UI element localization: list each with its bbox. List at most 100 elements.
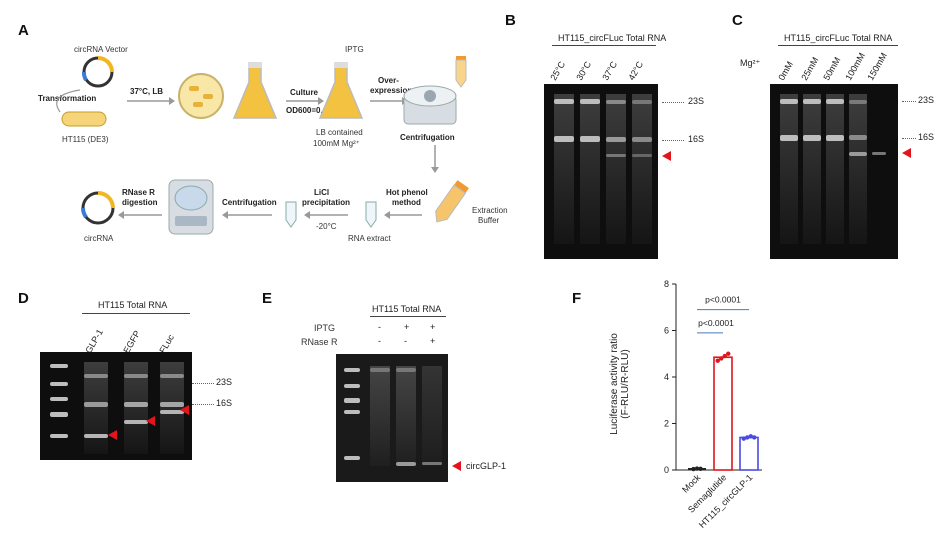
precip-tube-icon — [285, 201, 297, 228]
gel-c-lane-1: 0mM — [776, 59, 795, 82]
e-row2-col3: + — [430, 336, 436, 346]
gel-e-target-label: circGLP-1 — [466, 461, 507, 471]
chart-f-ylabel-line1: Luciferase activity ratio — [609, 333, 620, 435]
chart-f-point — [715, 358, 720, 363]
extraction-line2: Buffer — [478, 216, 500, 225]
mg-label: Mg²⁺ — [740, 58, 761, 68]
gel-d — [40, 352, 192, 460]
chart-f-bar — [739, 436, 759, 471]
left-arrow-icon — [222, 211, 272, 219]
transform-arrow-icon — [56, 89, 81, 113]
gel-d-title: HT115 Total RNA — [98, 300, 168, 310]
gel-d-arrow-glp1-icon — [108, 430, 117, 440]
chart-f-point — [698, 466, 703, 472]
hot-phenol-line1: Hot phenol — [386, 188, 428, 197]
circrna-icon — [81, 191, 115, 225]
chart-f-ytick-label: 8 — [664, 279, 669, 289]
arrow-icon — [127, 97, 175, 105]
gel-e-title: HT115 Total RNA — [372, 304, 442, 314]
e-row2-col2: - — [404, 336, 407, 346]
culture-label: Culture — [290, 88, 318, 97]
rnaser-row-label: RNase R — [301, 337, 338, 347]
gel-b-marker-23s: 23S — [688, 96, 705, 106]
gel-c-marker-16s: 16S — [918, 132, 935, 142]
gel-b-16s-dots — [662, 140, 684, 141]
chart-f-point — [745, 435, 750, 440]
gel-b-marker-16s: 16S — [688, 134, 705, 144]
centrifugation-label-1: Centrifugation — [400, 133, 455, 142]
gel-d-lane-1: GLP-1 — [83, 327, 106, 355]
hot-phenol-line2: method — [392, 198, 421, 207]
chart-f-point — [752, 435, 757, 440]
gel-b-lane-3: 37°C — [600, 59, 620, 82]
chart-f-bar — [713, 356, 733, 471]
e-row1-col2: + — [404, 322, 410, 332]
lb-note-line2: 100mM Mg²⁺ — [313, 139, 360, 148]
extraction-tube-icon — [435, 180, 469, 223]
gel-c-lane-5: 150mM — [865, 51, 890, 82]
gel-b-lane-1: 25°C — [548, 59, 568, 82]
petri-dish-icon — [178, 73, 224, 119]
down-arrow-icon — [431, 145, 439, 173]
gel-d-23s-dots — [192, 383, 214, 384]
chart-f-pvalue-2: p<0.0001 — [698, 318, 734, 328]
gel-d-arrow-egfp-icon — [146, 416, 155, 426]
chart-f-point — [694, 466, 700, 471]
licl-line1: LiCl — [314, 188, 330, 197]
gel-b — [544, 84, 658, 259]
chart-f-pvalue-1: p<0.0001 — [705, 295, 741, 305]
panel-letter-e: E — [262, 290, 273, 307]
chart-f-ytick-label: 0 — [664, 465, 669, 475]
chart-f-ytick-label: 4 — [664, 372, 669, 382]
centrifugation-label-2: Centrifugation — [222, 198, 277, 207]
rna-extract-label: RNA extract — [348, 234, 391, 243]
gel-c-lane-3: 50mM — [821, 55, 843, 82]
panel-letter-c: C — [732, 12, 743, 29]
gel-d-arrow-fluc-icon — [180, 405, 189, 415]
gel-c-red-arrow-icon — [902, 148, 911, 158]
gel-c-lane-4: 100mM — [843, 51, 868, 82]
chart-f-category-label: Mock — [680, 472, 703, 495]
gel-c-title: HT115_circFLuc Total RNA — [784, 33, 893, 43]
od-label: OD600=0.6 — [286, 106, 328, 115]
e-row2-col1: - — [378, 336, 381, 346]
temp-label: -20°C — [316, 222, 337, 231]
centrifuge-icon — [403, 85, 457, 125]
rnaser-line1: RNase R — [122, 188, 155, 197]
gel-c-16s-dots — [902, 138, 916, 139]
chart-f: 02468MockSemaglutideHT115_circGLP-1p<0.0… — [664, 279, 762, 530]
overexpression-line2: expression — [370, 86, 413, 95]
gel-e-red-arrow-icon — [452, 461, 461, 471]
plasmid-icon — [81, 56, 114, 88]
step1-label: 37°C, LB — [130, 87, 163, 96]
strain-label: HT115 (DE3) — [62, 135, 109, 144]
panel-letter-f: F — [572, 290, 582, 307]
panel-letter-d: D — [18, 290, 29, 307]
iptg-row-label: IPTG — [314, 323, 336, 333]
gel-c-title-line — [778, 45, 898, 46]
gel-b-lane-4: 42°C — [626, 59, 646, 82]
bacterium-icon — [61, 111, 107, 127]
e-row1-col1: - — [378, 322, 381, 332]
chart-f-point — [741, 436, 746, 441]
chart-f-ytick-label: 6 — [664, 326, 669, 336]
gel-d-marker-23s: 23S — [216, 377, 233, 387]
gel-d-16s-dots — [192, 404, 214, 405]
gel-c-marker-23s: 23S — [918, 95, 935, 105]
gel-b-23s-dots — [662, 102, 684, 103]
licl-line2: precipitation — [302, 198, 351, 207]
tube-icon — [455, 56, 467, 88]
iptg-label: IPTG — [345, 45, 364, 54]
chart-f-point — [691, 466, 696, 472]
chart-f-ylabel: Luciferase activity ratio (F-RLU/R-RLU) — [609, 333, 631, 435]
flask-iptg-icon — [318, 62, 364, 119]
panel-letter-a: A — [18, 22, 29, 39]
flask-icon — [232, 62, 278, 119]
gel-d-title-line — [82, 313, 190, 314]
chart-f-point — [722, 353, 727, 359]
gel-b-title-line — [552, 45, 656, 46]
vector-label: circRNA Vector — [74, 45, 128, 54]
panel-letter-b: B — [505, 12, 516, 29]
left-arrow-icon — [118, 211, 162, 219]
gel-d-marker-16s: 16S — [216, 398, 233, 408]
